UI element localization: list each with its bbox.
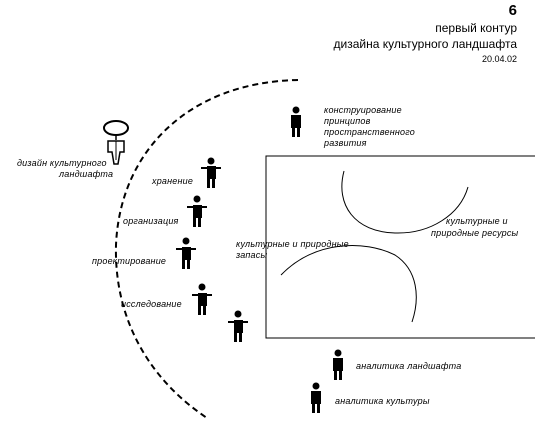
construction-label-line-4: развития: [324, 138, 367, 148]
header-line-1: первый контур: [435, 21, 517, 35]
designer-label-line-1: дизайн культурного: [17, 158, 107, 168]
person-icon-construction: [291, 106, 301, 137]
construction-label-line-1: конструирование: [324, 105, 402, 115]
person-icon-landscape-analytics: [333, 349, 343, 380]
person-icon-research: [192, 283, 212, 315]
dashed-boundary-arc: [114, 79, 299, 419]
person-icon-design: [176, 237, 196, 269]
reserves-label-line-1: культурные и природные: [236, 239, 349, 249]
construction-label-line-2: принципов: [324, 116, 371, 126]
designer-figure-icon: [103, 120, 129, 165]
culture-analytics-label: аналитика культуры: [335, 396, 430, 406]
person-icon-storage: [201, 157, 221, 188]
person-icon-culture-analytics: [311, 382, 321, 413]
storage-label: хранение: [152, 176, 194, 186]
designer-label-line-2: ландшафта: [59, 169, 114, 179]
design-label: проектирование: [92, 256, 167, 266]
reserves-curve-bottom: [280, 245, 417, 323]
header-line-2: дизайна культурного ландшафта: [333, 37, 518, 51]
construction-label-line-3: пространственного: [324, 127, 415, 137]
organization-label: организация: [123, 216, 179, 226]
reserves-label-line-2: запасы: [236, 250, 268, 260]
research-label: исследование: [121, 299, 182, 309]
page-number: 6: [508, 2, 517, 19]
resources-curve-top: [341, 170, 469, 234]
resources-label-line-2: природные ресурсы: [431, 228, 519, 238]
person-icon-reserves: [228, 310, 248, 342]
header-date: 20.04.02: [481, 54, 517, 64]
person-icon-organization: [187, 195, 207, 227]
context-frame: [265, 155, 535, 339]
landscape-analytics-label: аналитика ландшафта: [356, 361, 462, 371]
resources-label-line-1: культурные и: [446, 216, 508, 226]
